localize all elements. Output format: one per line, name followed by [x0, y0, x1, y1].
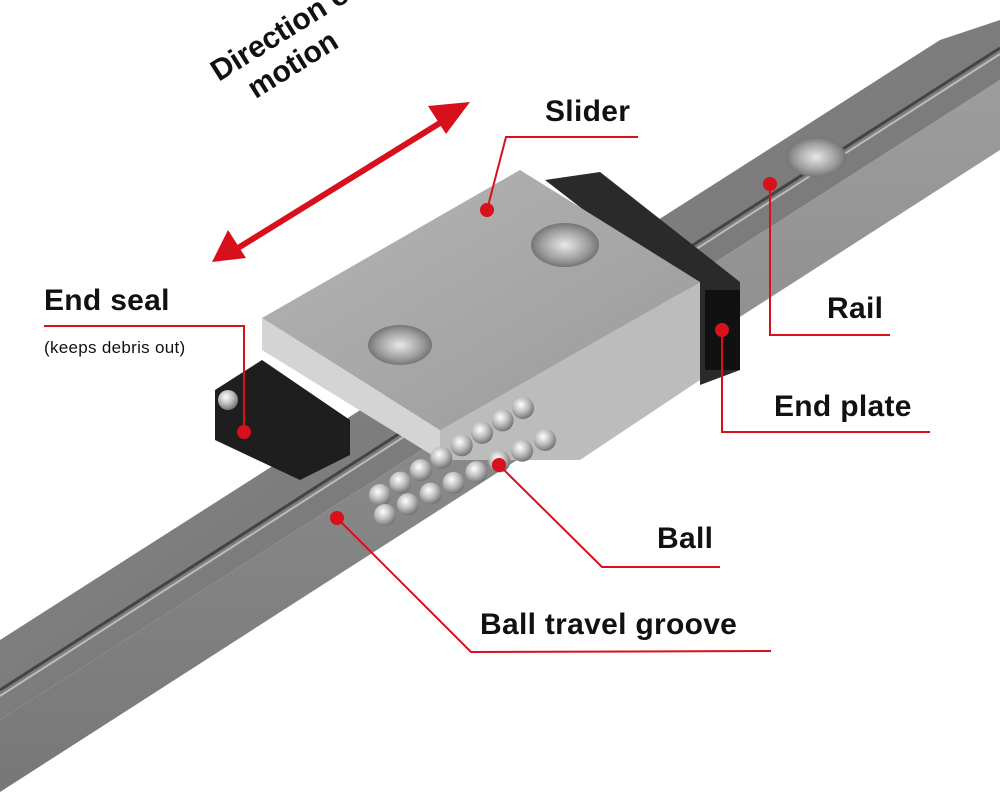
ball — [442, 471, 465, 494]
ball — [409, 459, 432, 482]
ball — [511, 439, 534, 462]
rail-marker-dot — [763, 177, 777, 191]
ball — [374, 504, 396, 526]
slider-marker-dot — [480, 203, 494, 217]
slider-mount-hole — [368, 325, 432, 365]
ball — [512, 397, 534, 419]
ball — [419, 482, 442, 505]
ball — [430, 446, 453, 469]
ball — [491, 409, 514, 432]
ball-groove-label: Ball travel groove — [480, 608, 738, 641]
ball — [465, 461, 488, 484]
ball — [450, 434, 473, 457]
ball-leader-line — [498, 464, 720, 568]
ball — [396, 493, 419, 516]
ball — [534, 429, 556, 451]
ball — [471, 421, 494, 444]
ball — [369, 484, 391, 506]
ball-groove-marker-dot — [330, 511, 344, 525]
ball-label: Ball — [657, 522, 714, 555]
ball-groove-leader-line — [336, 517, 772, 654]
end-plate-leader-line — [721, 330, 930, 433]
end-seal-leader-line — [44, 325, 245, 430]
slider-leader-line — [486, 136, 638, 211]
end-plate-marker-dot — [715, 323, 729, 337]
end-seal — [215, 360, 350, 480]
end-plate-label: End plate — [774, 390, 912, 423]
rail-mount-hole — [786, 137, 846, 177]
ball — [389, 471, 412, 494]
ball-marker-dot — [492, 458, 506, 472]
slider-mount-hole — [531, 223, 599, 267]
balls — [369, 397, 556, 526]
end-seal-note: (keeps debris out) — [44, 338, 186, 357]
slider-label: Slider — [545, 95, 631, 128]
end-seal-marker-dot — [237, 425, 251, 439]
direction-of-motion-arrow — [212, 102, 470, 262]
end-seal-label: End seal — [44, 284, 170, 317]
rail-label: Rail — [827, 292, 884, 325]
rail-leader-line — [769, 184, 890, 336]
